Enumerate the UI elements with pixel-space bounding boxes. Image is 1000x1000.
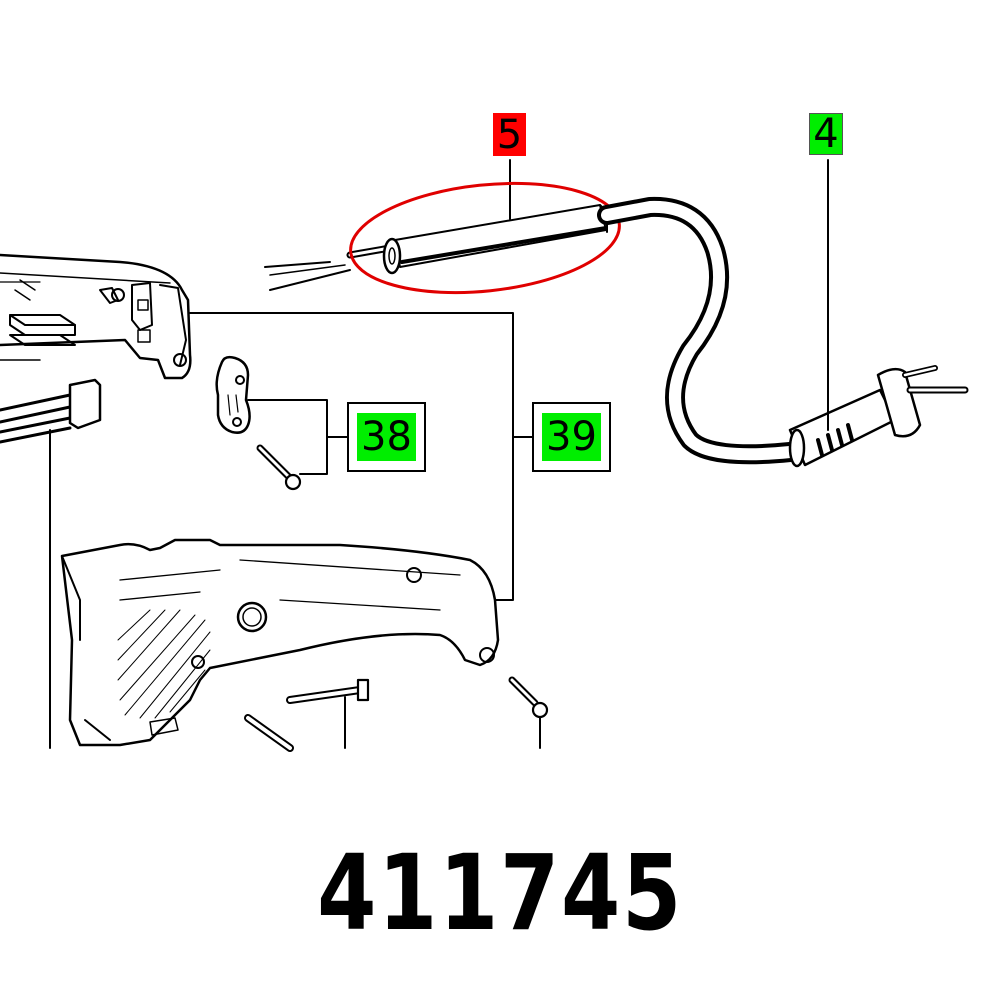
callout-4-label: 4 xyxy=(813,111,839,157)
grip-hatching xyxy=(117,609,211,719)
leader-lines-38 xyxy=(247,399,348,475)
leader-lines-39 xyxy=(189,312,533,601)
highlight-ellipse xyxy=(349,181,621,295)
upper-housing-part xyxy=(0,253,192,380)
screw-part-38 xyxy=(256,444,302,491)
plug-part xyxy=(788,365,969,468)
wire-connector-part xyxy=(0,378,102,444)
cable-clamp-part xyxy=(215,355,251,434)
callout-5[interactable]: 5 xyxy=(493,113,526,156)
callout-5-label: 5 xyxy=(496,111,523,158)
long-screw-part xyxy=(286,678,370,704)
screw-part-lower-left xyxy=(244,714,294,752)
strain-relief-sleeve-part xyxy=(264,204,608,291)
callout-4[interactable]: 4 xyxy=(809,113,843,155)
part-number: 411745 xyxy=(317,832,683,954)
callout-38[interactable]: 38 xyxy=(347,402,426,472)
handle-housing-part xyxy=(60,538,500,747)
callout-38-label: 38 xyxy=(361,414,412,460)
screw-part-lower-right xyxy=(508,676,549,719)
callout-39-label: 39 xyxy=(546,414,597,460)
power-cord-part xyxy=(597,196,800,465)
callout-39[interactable]: 39 xyxy=(532,402,611,472)
